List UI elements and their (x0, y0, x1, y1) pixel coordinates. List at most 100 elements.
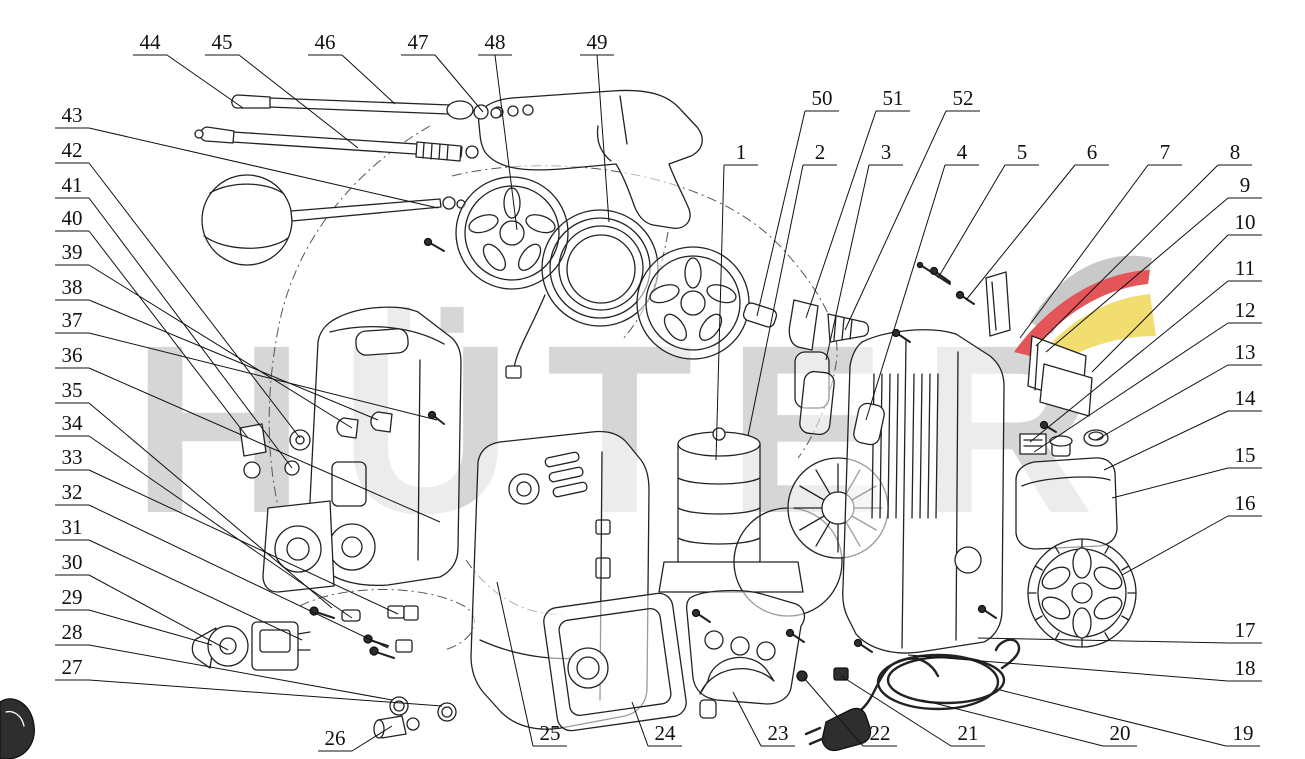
callout-10: 10 (1091, 210, 1262, 373)
callout-leader-line (88, 644, 393, 701)
callout-leader-line (88, 264, 353, 429)
callout-leader-line (1029, 280, 1229, 443)
part-number: 5 (1017, 140, 1028, 164)
callout-36: 36 (55, 343, 441, 523)
part-number: 17 (1235, 618, 1256, 642)
part-number: 26 (325, 726, 346, 750)
part-number: 24 (655, 721, 677, 745)
part-number: 48 (485, 30, 506, 54)
callout-51: 51 (805, 86, 910, 319)
part-number: 18 (1235, 656, 1256, 680)
gun-holder-brackets (794, 351, 835, 436)
hose-reel-disc-right (636, 246, 750, 360)
callout-leader-line (840, 675, 952, 747)
callout-40: 40 (55, 206, 249, 439)
callout-13: 13 (1095, 340, 1262, 441)
callout-47: 47 (401, 30, 484, 113)
small-hardware (309, 605, 419, 659)
panel-labels (1019, 433, 1047, 455)
part-number: 25 (540, 721, 561, 745)
callout-5: 5 (937, 140, 1039, 279)
callout-leader-line (434, 54, 484, 113)
callout-leader-line (1019, 164, 1149, 339)
part-number: 44 (140, 30, 162, 54)
part-number: 52 (953, 86, 974, 110)
callout-18: 18 (907, 654, 1262, 682)
part-number: 14 (1235, 386, 1257, 410)
callout-35: 35 (55, 378, 333, 609)
hose-fittings (742, 299, 870, 351)
callout-8: 8 (1035, 140, 1252, 347)
callout-leader-line (999, 689, 1227, 747)
callout-9: 9 (1045, 173, 1262, 353)
part-number: 43 (62, 103, 83, 127)
callout-leader-line (756, 110, 806, 317)
part-number: 35 (62, 378, 83, 402)
part-number: 42 (62, 138, 83, 162)
callout-2: 2 (747, 140, 837, 437)
callout-leader-line (341, 54, 396, 105)
callout-46: 46 (308, 30, 396, 105)
callout-11: 11 (1029, 256, 1262, 443)
callout-leader-line (732, 691, 762, 747)
callout-leader-line (803, 677, 864, 747)
callout-leader-line (715, 164, 725, 461)
part-number: 6 (1087, 140, 1098, 164)
callout-leader-line (88, 332, 438, 421)
brush-attachment (201, 174, 466, 266)
callout-15: 15 (1111, 443, 1262, 499)
part-number: 12 (1235, 298, 1256, 322)
part-number: 1 (736, 140, 747, 164)
part-number: 21 (958, 721, 979, 745)
part-number: 11 (1235, 256, 1255, 280)
callout-leader-line (88, 469, 399, 615)
callout-leader-line (88, 367, 441, 523)
part-number: 39 (62, 240, 83, 264)
callout-leader-line (596, 54, 610, 223)
part-number: 30 (62, 550, 83, 574)
callout-leader-line (88, 197, 293, 469)
callout-14: 14 (1103, 386, 1262, 471)
callout-45: 45 (205, 30, 359, 149)
part-number: 47 (408, 30, 429, 54)
callout-52: 52 (844, 86, 980, 331)
callout-3: 3 (825, 140, 903, 361)
part-number: 46 (315, 30, 336, 54)
switch-assembly (191, 621, 311, 671)
callout-38: 38 (55, 275, 379, 421)
handle-frame (985, 271, 1093, 417)
callout-leader-line (351, 725, 393, 752)
part-number: 16 (1235, 491, 1256, 515)
part-number: 32 (62, 480, 83, 504)
callout-leader-line (1035, 164, 1219, 347)
callout-37: 37 (55, 308, 438, 421)
right-housing-panel (842, 329, 1005, 654)
callout-leader-line (844, 110, 947, 331)
callout-43: 43 (55, 103, 439, 209)
part-number: 41 (62, 173, 83, 197)
callout-leader-line (1121, 515, 1229, 576)
power-cord (796, 638, 1021, 752)
callout-27: 27 (55, 655, 443, 707)
part-number: 23 (768, 721, 789, 745)
callout-leader-line (747, 164, 804, 437)
callout-26: 26 (318, 725, 393, 752)
callout-leader-line (1111, 467, 1229, 499)
callout-23: 23 (732, 691, 795, 747)
rubber-caps (389, 696, 457, 722)
callout-6: 6 (965, 140, 1109, 301)
callout-leader-line (88, 504, 389, 649)
callout-leader-line (88, 299, 379, 421)
power-plug (821, 707, 872, 752)
callout-leader-line (88, 539, 303, 641)
callout-leader-line (825, 164, 870, 361)
part-number: 13 (1235, 340, 1256, 364)
part-number: 49 (587, 30, 608, 54)
part-number: 7 (1160, 140, 1171, 164)
part-number: 10 (1235, 210, 1256, 234)
callout-leader-line (166, 54, 244, 109)
part-number: 2 (815, 140, 826, 164)
callout-41: 41 (55, 173, 293, 469)
callout-leader-line (88, 402, 333, 609)
